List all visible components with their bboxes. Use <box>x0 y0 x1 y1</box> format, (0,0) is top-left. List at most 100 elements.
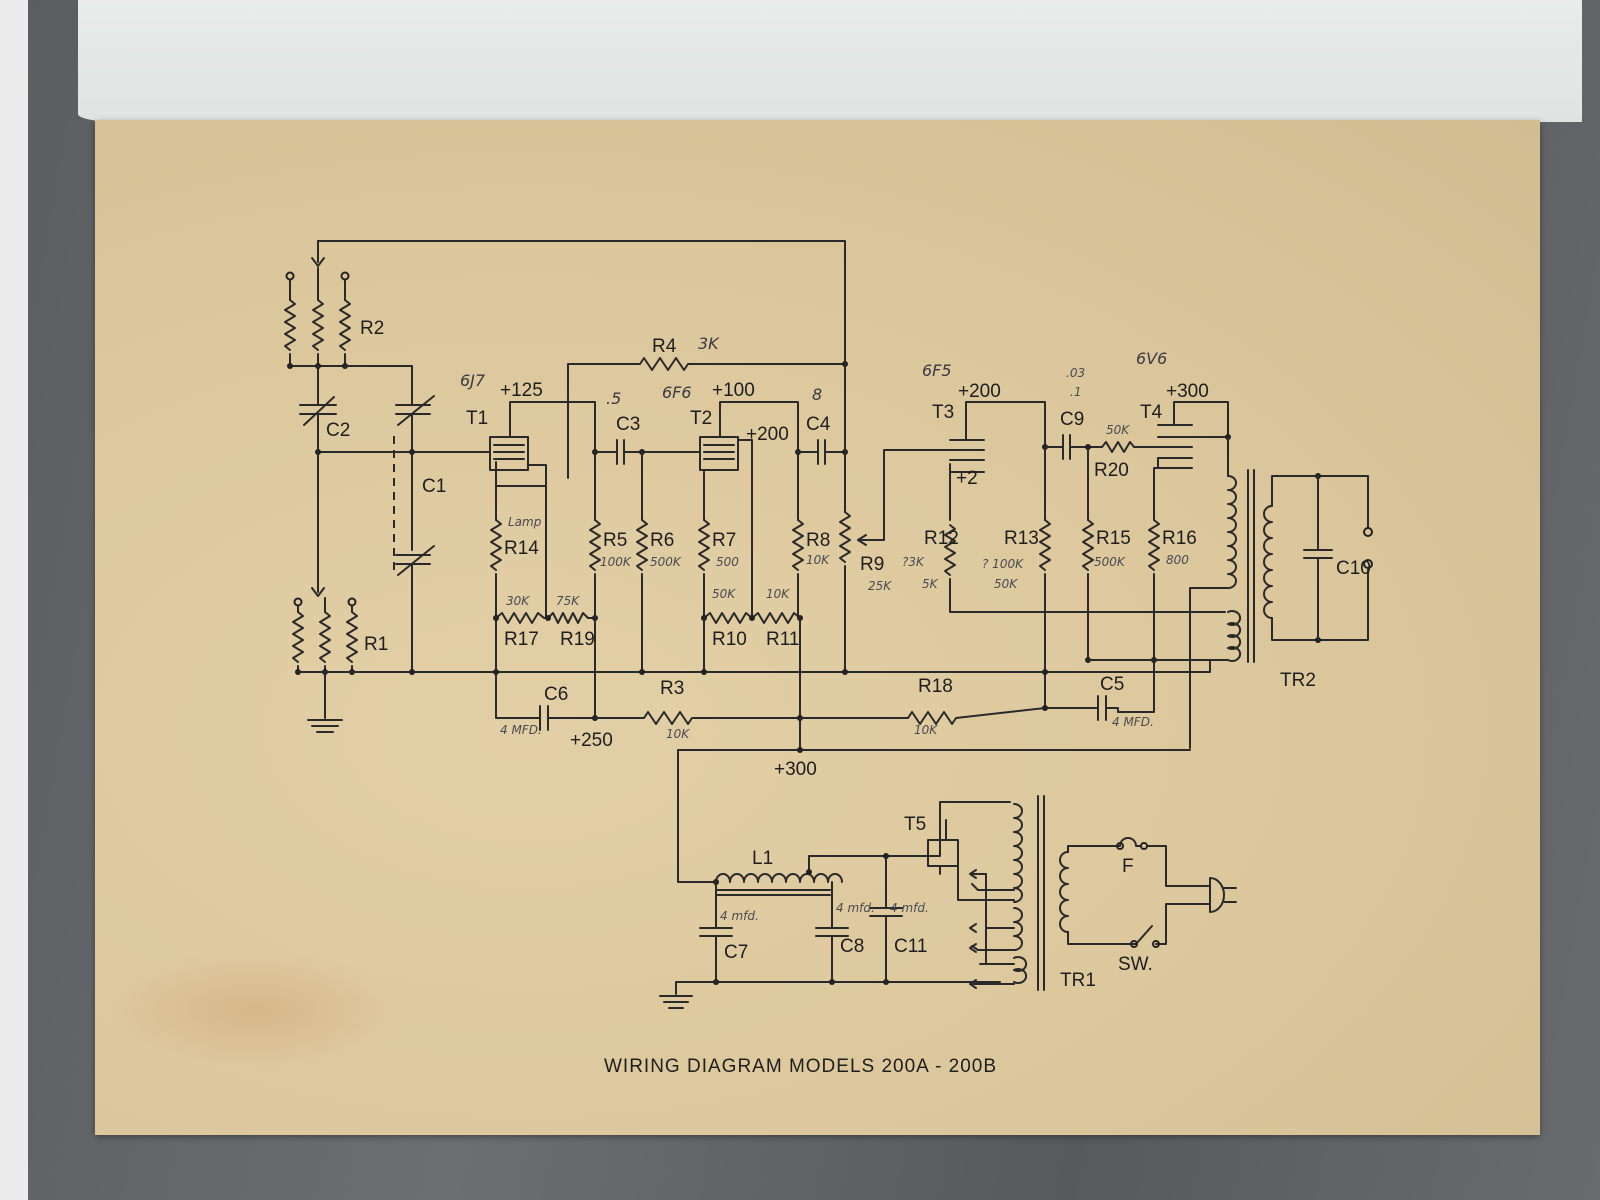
c1-top-section <box>344 365 435 453</box>
r9-wiper-to-t3 <box>857 449 951 546</box>
volt-t1-plate: +125 <box>500 380 543 401</box>
ac-plug <box>1209 877 1237 913</box>
note-r20: 50K <box>1106 423 1130 437</box>
c9-capacitor <box>1044 434 1103 460</box>
note-r15: 500K <box>1094 555 1126 569</box>
previous-page <box>78 0 1582 122</box>
label-t3: T3 <box>932 402 954 423</box>
note-c4: 8 <box>812 385 822 404</box>
label-c9: C9 <box>1060 409 1084 430</box>
note-t2-type: 6F6 <box>662 383 692 402</box>
r7-resistor <box>698 519 710 571</box>
c2-capacitor <box>299 365 337 453</box>
label-tr2: TR2 <box>1280 670 1316 691</box>
r3-resistor <box>594 711 801 725</box>
top-feedback-wire <box>317 240 846 365</box>
volt-250: +250 <box>570 730 613 751</box>
label-c4: C4 <box>806 414 831 435</box>
note-r8: 10K <box>806 553 830 567</box>
transformer-tr1 <box>969 795 1129 991</box>
label-c3: C3 <box>616 414 640 435</box>
label-r5: R5 <box>603 530 627 551</box>
r18-resistor <box>799 707 1099 725</box>
choke-l1 <box>715 831 941 896</box>
volt-t3-plate: +200 <box>958 381 1001 402</box>
label-r6: R6 <box>650 530 674 551</box>
volt-t2-plate: +100 <box>712 380 755 401</box>
label-r16: R16 <box>1162 528 1197 549</box>
tube-t4 <box>1153 401 1229 521</box>
note-c5: 4 MFD. <box>1112 715 1154 729</box>
tube-t1 <box>489 401 596 487</box>
note-r5: 100K <box>600 555 632 569</box>
wire-fuse-plug <box>1146 845 1211 887</box>
volt-300: +300 <box>774 759 817 780</box>
r15-resistor <box>1082 519 1094 571</box>
wire-r1-wiper <box>311 451 325 597</box>
note-t3-type: 6F5 <box>922 361 952 380</box>
ground-bus <box>297 659 1211 673</box>
note-r7: 500 <box>716 555 739 569</box>
note-r16: 800 <box>1166 553 1189 567</box>
label-r4: R4 <box>652 336 677 357</box>
transformer-tr2 <box>1189 436 1373 749</box>
r13-resistor <box>1039 519 1051 571</box>
note-r12-a: ?3K <box>902 555 925 569</box>
volt-t4-plate: +300 <box>1166 381 1209 402</box>
r6-resistor <box>636 519 648 571</box>
note-r19: 75K <box>556 594 580 608</box>
label-r14: R14 <box>504 538 539 559</box>
label-c2: C2 <box>326 420 350 441</box>
label-t4: T4 <box>1140 402 1163 423</box>
note-r9: 25K <box>868 579 892 593</box>
ground-symbol-bottom <box>659 981 717 1009</box>
diagram-caption: WIRING DIAGRAM MODELS 200A - 200B <box>604 1056 997 1077</box>
note-r4: 3K <box>698 334 720 353</box>
paper-stain <box>105 950 405 1070</box>
label-r9: R9 <box>860 554 884 575</box>
r20-resistor <box>1101 441 1159 453</box>
c3-capacitor <box>594 439 701 465</box>
wire-r12-bottom <box>949 578 1226 613</box>
label-t1: T1 <box>466 408 488 429</box>
c4-capacitor <box>797 439 846 465</box>
tube-t3 <box>949 401 1046 521</box>
ground-return <box>495 659 1211 673</box>
label-c10: C10 <box>1336 558 1371 579</box>
tube-t2 <box>699 401 799 619</box>
schematic-sheet: R2 C2 C1 R1 R4 3K <box>95 120 1540 1135</box>
label-r2: R2 <box>360 318 384 339</box>
label-c5: C5 <box>1100 674 1124 695</box>
label-r7: R7 <box>712 530 736 551</box>
c7-capacitor <box>699 881 733 983</box>
label-r17: R17 <box>504 629 539 650</box>
note-r17: 30K <box>506 594 530 608</box>
label-c8: C8 <box>840 936 864 957</box>
label-f: F <box>1122 856 1134 877</box>
label-l1: L1 <box>752 848 773 869</box>
label-r11: R11 <box>766 629 799 650</box>
volt-t2-screen: +200 <box>746 424 789 445</box>
r9-potentiometer <box>839 511 851 563</box>
r5-resistor <box>589 519 601 571</box>
r4-resistor <box>567 357 846 479</box>
note-r18: 10K <box>914 723 938 737</box>
label-r12: R12 <box>924 528 959 549</box>
r8-resistor <box>792 519 804 571</box>
wire-r14-c6 <box>495 573 541 719</box>
c1-bottom-section <box>395 451 435 673</box>
label-r20: R20 <box>1094 460 1129 481</box>
label-c6: C6 <box>544 684 568 705</box>
wiring-diagram: R2 C2 C1 R1 R4 3K <box>284 240 1373 1077</box>
c5-capacitor <box>1097 695 1119 721</box>
r2-wiper-arrow <box>311 257 325 267</box>
r1-group <box>292 597 358 675</box>
label-c11: C11 <box>894 936 927 957</box>
label-sw: SW. <box>1118 954 1153 975</box>
c6-capacitor <box>539 705 596 731</box>
note-t1-type: 6J7 <box>460 371 486 390</box>
note-c11: 4 mfd. <box>890 901 929 915</box>
volt-t3-cathode: +2 <box>956 468 978 489</box>
wire-r16-bottom <box>1117 573 1155 713</box>
ground-symbol-top <box>307 671 343 733</box>
